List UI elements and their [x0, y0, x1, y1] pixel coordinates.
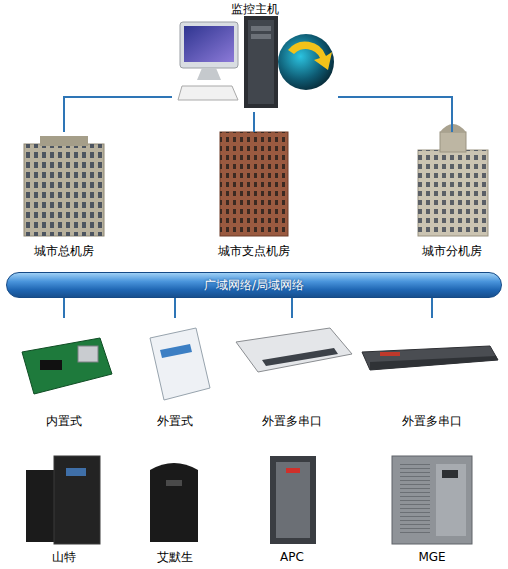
network-band: 广域网络/局域网络: [6, 272, 502, 298]
adapter-node: 外置式: [125, 318, 225, 428]
illustration-part: [160, 344, 192, 358]
site-node: 城市分机房: [402, 132, 502, 258]
connector-line: [338, 97, 452, 132]
node-label: 城市总机房: [14, 244, 114, 258]
node-label: 外置多串口: [232, 414, 352, 428]
illustration-part: [362, 346, 498, 370]
host-node: 监控主机: [172, 2, 338, 112]
illustration-part: [22, 338, 112, 394]
adapter-node: 内置式: [14, 318, 114, 428]
illustration-part: [220, 132, 288, 236]
node-label: MGE: [382, 550, 482, 564]
illustration-part: [66, 468, 86, 476]
node-label: 城市分机房: [402, 244, 502, 258]
illustration-part: [278, 34, 334, 90]
connector-line: [174, 298, 176, 318]
adapter-illustration: [22, 328, 498, 400]
illustration-part: [220, 132, 288, 236]
illustration-part: [150, 328, 210, 400]
illustration-part: [270, 456, 316, 544]
ups-node: APC: [242, 448, 342, 564]
illustration-part: [262, 348, 338, 366]
computer-illustration: [178, 16, 334, 108]
adapter-node: 外置多串口: [232, 318, 352, 428]
connector-line: [431, 298, 433, 318]
ups-node: MGE: [382, 448, 482, 564]
illustration-part: [251, 26, 271, 31]
illustration-part: [24, 144, 104, 236]
site-node: 城市支点机房: [204, 132, 304, 258]
connector-line: [291, 298, 293, 318]
node-label: 内置式: [14, 414, 114, 428]
illustration-part: [288, 42, 332, 70]
illustration-part: [24, 144, 104, 236]
illustration-part: [392, 456, 472, 544]
illustration-part: [184, 26, 234, 62]
node-label: 城市支点机房: [204, 244, 304, 258]
illustration-part: [150, 463, 198, 542]
ups-illustration: [26, 456, 472, 544]
node-label: 外置式: [125, 414, 225, 428]
illustration-part: [236, 328, 352, 372]
illustration-part: [244, 16, 278, 108]
ups-node: 山特: [14, 448, 114, 564]
node-label: 广域网络/局域网络: [7, 273, 501, 297]
node-label: 外置多串口: [372, 414, 492, 428]
illustration-part: [180, 22, 238, 68]
illustration-part: [54, 456, 100, 544]
illustration-part: [78, 346, 98, 362]
ups-node: 艾默生: [125, 448, 225, 564]
building-illustration: [24, 124, 488, 236]
illustration-part: [418, 150, 488, 236]
illustration-part: [442, 470, 458, 478]
illustration-part: [276, 462, 310, 538]
illustration-part: [418, 150, 488, 236]
illustration-part: [380, 352, 400, 356]
adapter-node: 外置多串口: [372, 318, 492, 428]
illustration-part: [40, 136, 88, 146]
connector-line: [253, 112, 255, 132]
illustration-part: [400, 464, 430, 536]
illustration-part: [251, 34, 271, 39]
node-label: APC: [242, 550, 342, 564]
illustration-part: [286, 468, 300, 473]
site-node: 城市总机房: [14, 132, 114, 258]
node-label: 艾默生: [125, 550, 225, 564]
illustration-part: [197, 68, 221, 80]
illustration-part: [436, 464, 466, 536]
node-label: 监控主机: [172, 2, 338, 16]
node-label: 山特: [14, 550, 114, 564]
connector-line: [63, 298, 65, 318]
connector-line: [64, 97, 172, 132]
illustration-part: [40, 360, 62, 370]
illustration-part: [166, 480, 182, 486]
illustration-part: [370, 356, 498, 370]
illustration-part: [178, 86, 238, 100]
illustration-part: [248, 20, 274, 104]
illustration-part: [440, 132, 466, 152]
